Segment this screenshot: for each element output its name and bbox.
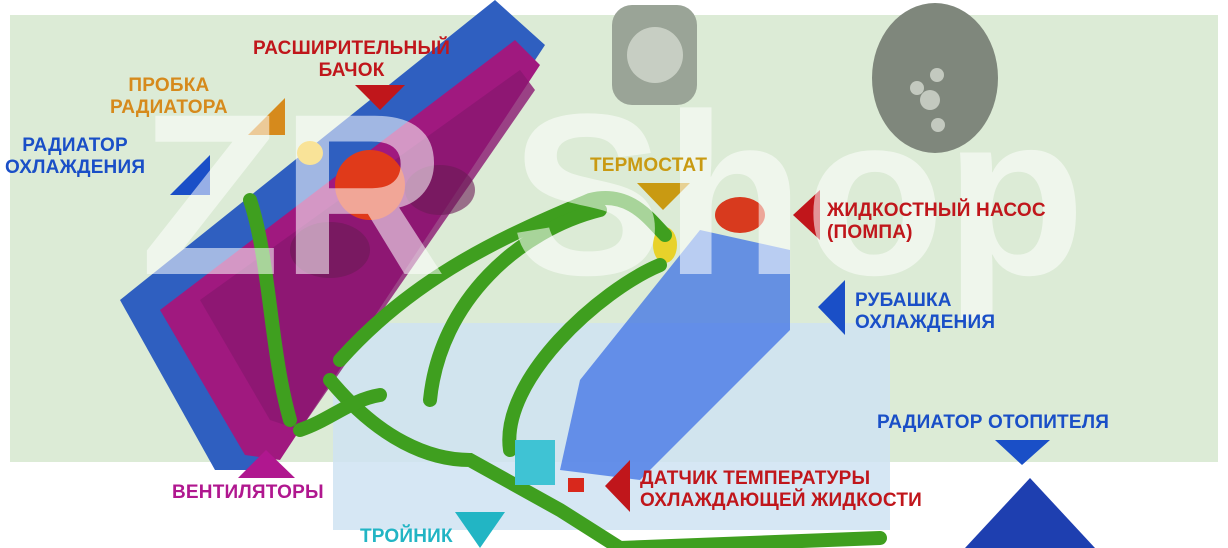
water-pump-part [872, 3, 998, 153]
temperature-sensor [568, 478, 584, 492]
thermostat-pointer [637, 183, 690, 210]
tee-pointer [455, 512, 505, 548]
expansion-tank-pointer [355, 85, 405, 110]
cooling-radiator-pointer [170, 155, 210, 195]
coolant-hoses [243, 191, 887, 548]
tee-label: ТРОЙНИК [360, 526, 453, 547]
radiator-cap-pointer [248, 98, 285, 135]
fans-pointer [238, 450, 295, 478]
tee-fitting [515, 440, 555, 485]
cooling-jacket-pointer [818, 280, 845, 335]
water-pump-pointer [793, 190, 820, 240]
temp-sensor-pointer [605, 460, 630, 512]
heater-radiator-pointer [995, 440, 1050, 465]
water-pump [715, 197, 765, 233]
cooling-radiator [120, 0, 545, 470]
thermostat-part [612, 5, 697, 105]
heater-radiator-label: РАДИАТОР ОТОПИТЕЛЯ [877, 412, 1110, 433]
water-pump-label: ЖИДКОСТНЫЙ НАСОС(ПОМПА) [827, 200, 1046, 243]
cooling-jacket [560, 230, 790, 480]
watermark: ZR Shop [140, 66, 1086, 323]
thermostat-label: ТЕРМОСТАТ [590, 155, 708, 176]
heater-radiator [965, 478, 1095, 548]
expansion-tank [335, 150, 405, 220]
radiator-cap [297, 141, 323, 165]
fans-label: ВЕНТИЛЯТОРЫ [172, 482, 324, 503]
